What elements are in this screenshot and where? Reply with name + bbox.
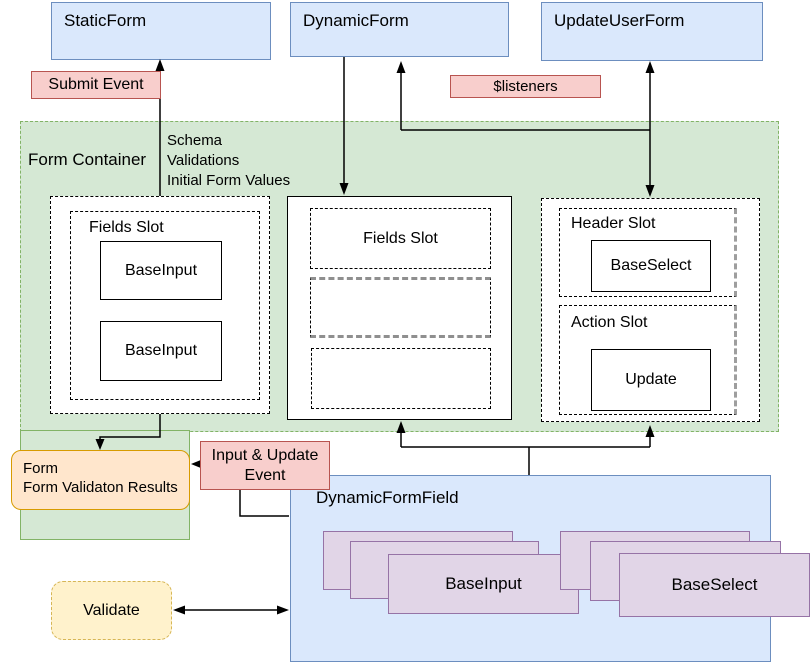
listeners-text: $listeners [493, 77, 558, 95]
dynamic-form-label: DynamicForm [303, 11, 409, 30]
static-form-node: StaticForm [51, 2, 271, 60]
static-form-label: StaticForm [64, 11, 147, 30]
arrow-validate-bidir [173, 605, 289, 615]
base-input-stack-front: BaseInput [388, 554, 579, 614]
prop-schema: Schema [167, 132, 223, 149]
validate-label: Validate [83, 601, 140, 619]
update-user-form-label: UpdateUserForm [554, 11, 685, 30]
input-update-event-text: Input & Update Event [211, 447, 319, 484]
base-input-node-2: BaseInput [100, 321, 222, 381]
line-event-to-dff [239, 490, 289, 517]
form-results-node: Form Form Validaton Results [11, 450, 190, 510]
dynamic-form-node: DynamicForm [290, 2, 509, 57]
prop-initial-values: Initial Form Values [167, 172, 291, 189]
input-update-event-label: Input & Update Event [200, 441, 330, 490]
prop-validations: Validations [167, 152, 240, 169]
base-input-2-label: BaseInput [124, 342, 198, 359]
dynamic-form-field-label: DynamicFormField [316, 488, 459, 507]
update-node: Update [591, 349, 711, 411]
action-slot-label: Action Slot [571, 314, 648, 331]
dynamic-empty-slot-1 [310, 277, 491, 338]
static-fields-slot-label: Fields Slot [89, 219, 164, 236]
form-container-title: Form Container [28, 150, 147, 169]
base-input-stack-label: BaseInput [445, 574, 522, 593]
update-user-form-node: UpdateUserForm [541, 2, 763, 61]
base-select-stack-label: BaseSelect [671, 575, 758, 594]
submit-event-label: Submit Event [31, 71, 161, 99]
listeners-label: $listeners [450, 75, 601, 98]
base-select-label: BaseSelect [610, 257, 692, 274]
dynamic-empty-slot-2 [311, 348, 491, 409]
submit-event-text: Submit Event [48, 76, 144, 94]
form-results-line-2: Form Validaton Results [23, 479, 178, 496]
dynamic-fields-slot: Fields Slot [310, 208, 491, 269]
form-container-props: Schema Validations Initial Form Values [167, 131, 290, 191]
base-select-node: BaseSelect [591, 240, 711, 292]
base-input-1-label: BaseInput [124, 261, 198, 279]
header-slot-label: Header Slot [571, 215, 656, 232]
base-select-stack-front: BaseSelect [619, 553, 810, 617]
form-results-line-1: Form [23, 460, 58, 477]
dynamic-fields-slot-label: Fields Slot [363, 229, 438, 247]
base-input-node-1: BaseInput [100, 241, 222, 300]
validate-node: Validate [51, 581, 172, 640]
update-label: Update [625, 371, 677, 388]
